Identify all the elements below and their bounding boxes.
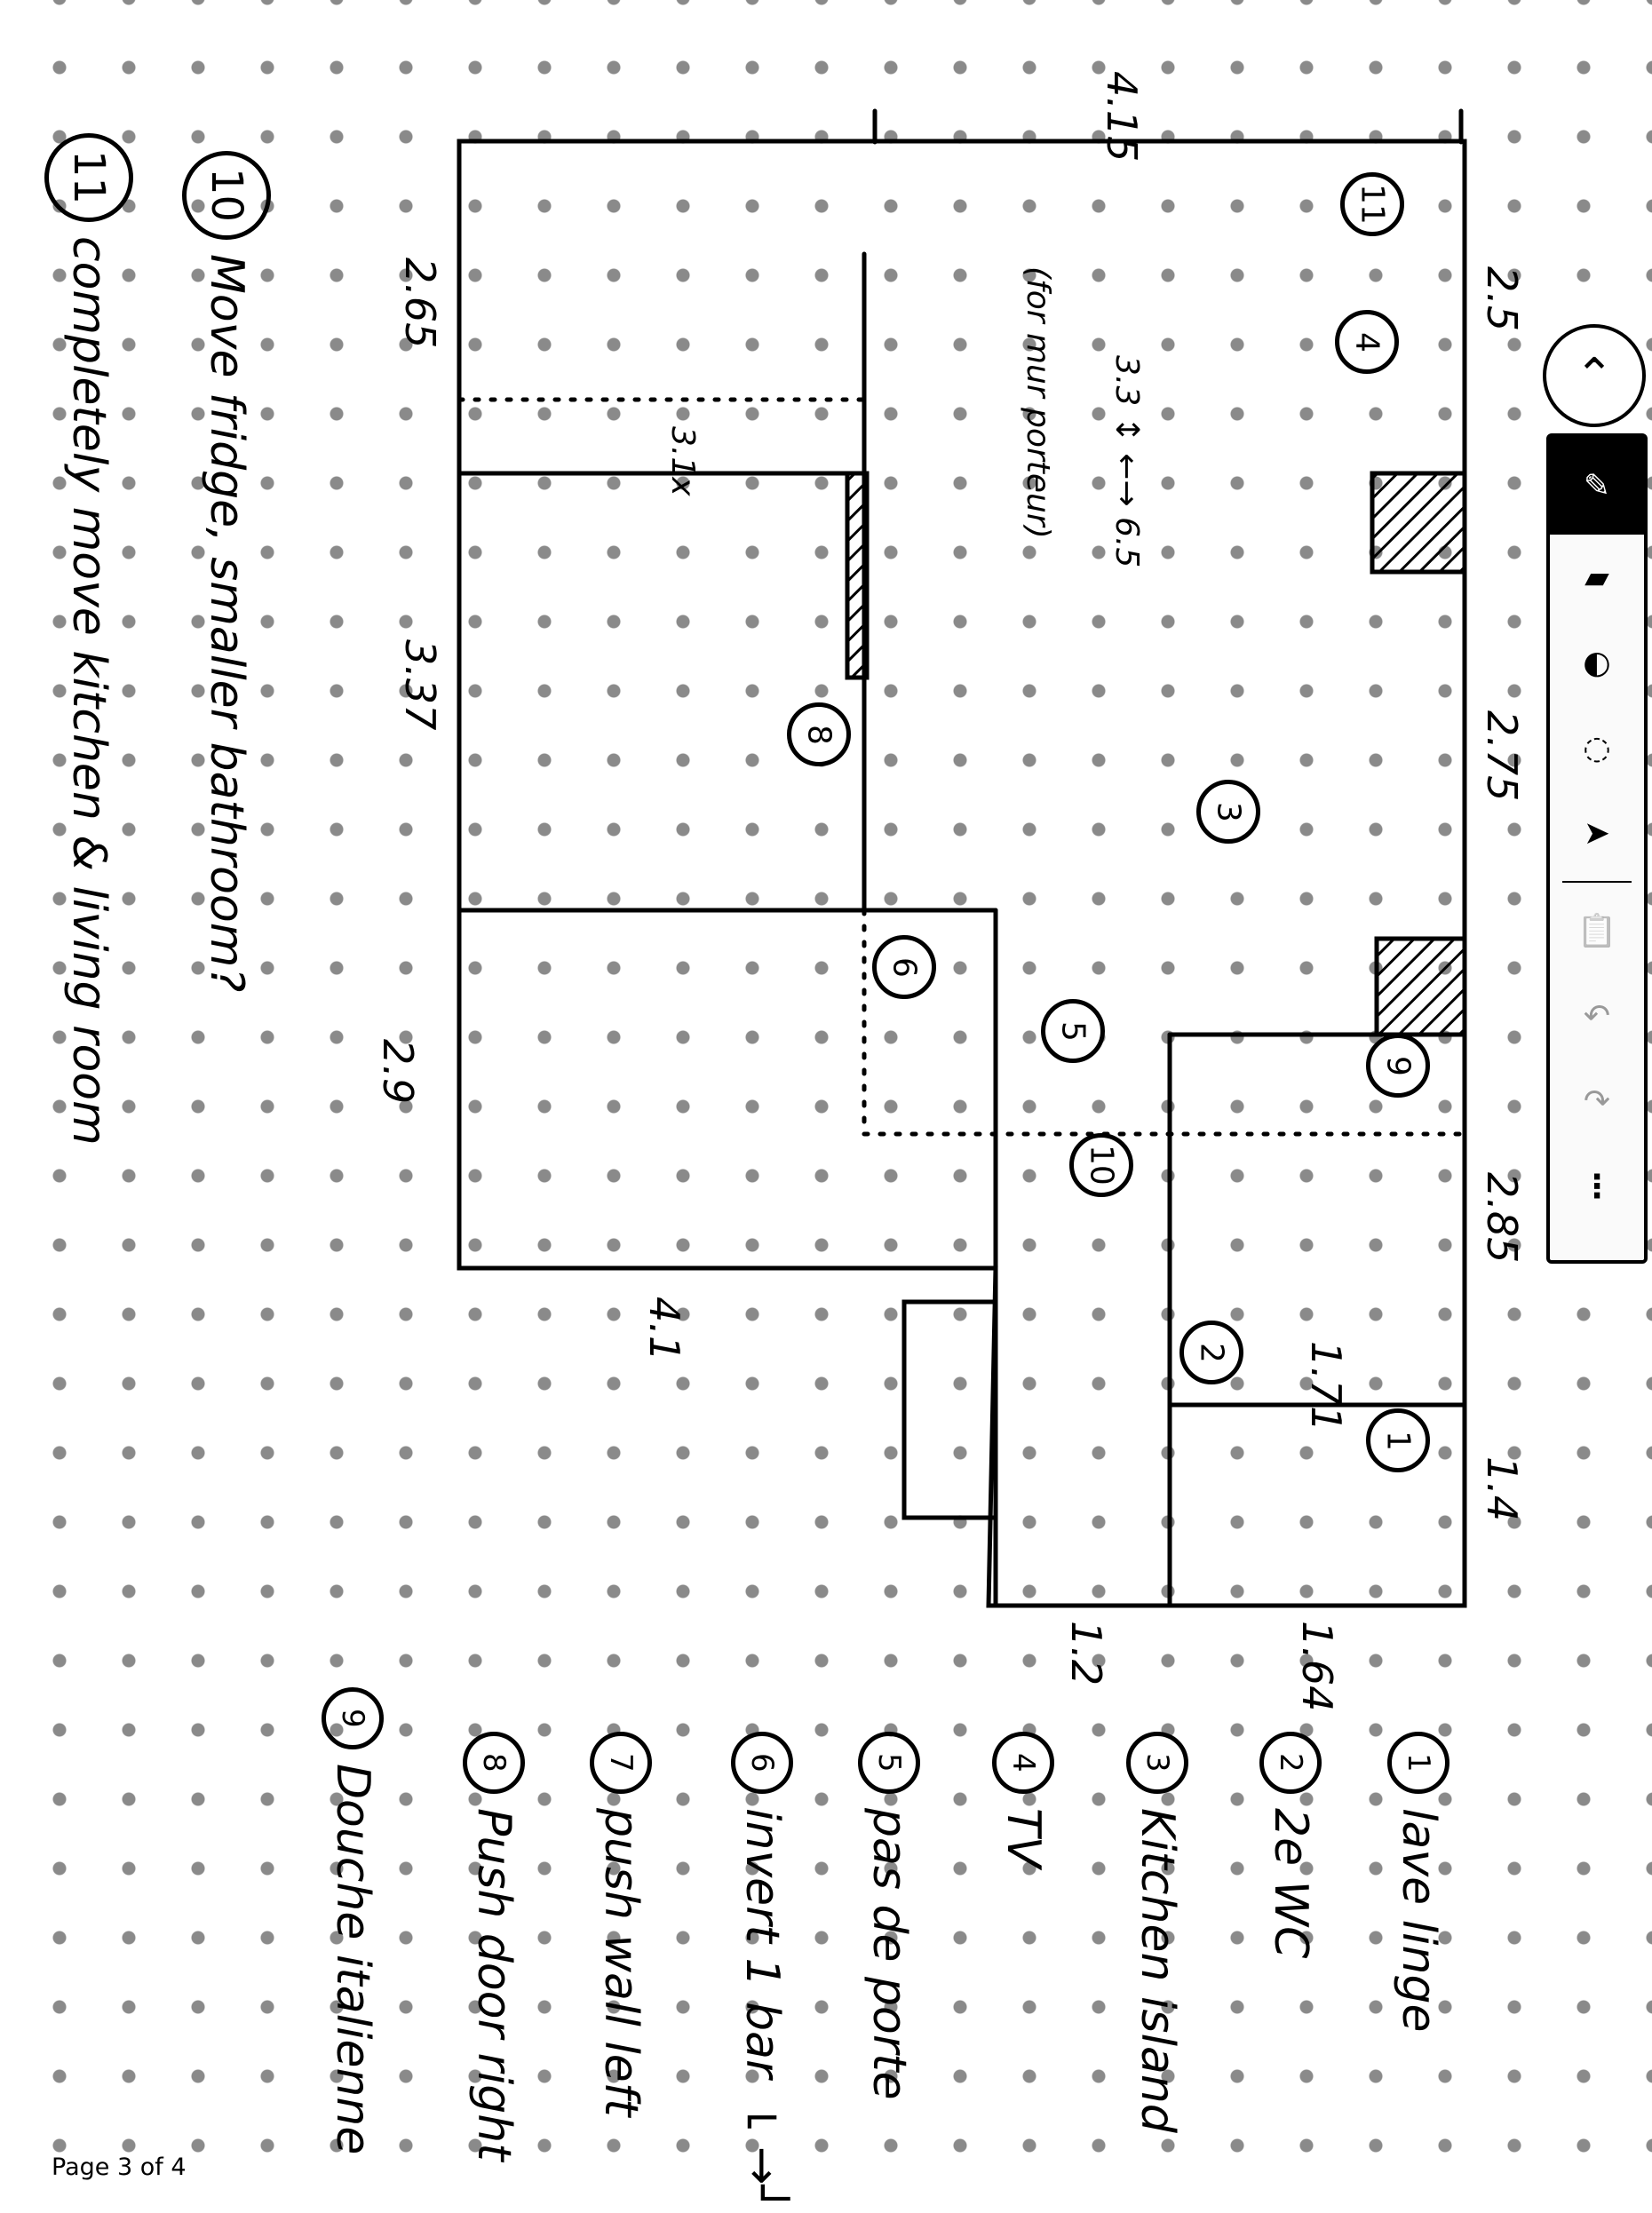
marker-6: 6 — [872, 935, 936, 999]
marker-8: 8 — [787, 702, 851, 766]
marker-1: 1 — [1366, 1408, 1430, 1472]
dims-note: 3.3 ↕ ←→ 6.5 — [1108, 355, 1145, 568]
x-note: 3.1x — [664, 426, 701, 496]
marker-9: 9 — [1366, 1034, 1430, 1098]
undo-icon: ↶ — [1583, 997, 1611, 1035]
eraser-icon: ◐ — [1583, 644, 1611, 681]
legend-item-4: 4TV — [992, 1732, 1054, 1868]
pointer-icon: ➤ — [1583, 814, 1611, 852]
more-icon: ⋮ — [1581, 1168, 1613, 1205]
dim-label: 4.1 — [640, 1297, 688, 1362]
legend-text: Kitchen island — [1131, 1808, 1184, 2133]
note-10: 10Move fridge, smaller bathroom? — [182, 151, 271, 992]
legend-number: 4 — [992, 1732, 1054, 1794]
lasso-icon: ◌ — [1583, 729, 1611, 766]
dim-label: 2.9 — [374, 1039, 422, 1105]
dim-label: 1.4 — [1478, 1456, 1526, 1522]
note-number: 10 — [182, 151, 271, 240]
highlighter-tool-button[interactable]: ▰ — [1550, 535, 1644, 620]
legend-text: Douche italienne — [326, 1764, 379, 2155]
note-text: completely move kitchen & living room — [62, 236, 115, 1146]
legend-text: invert 1 bar ⌐→┘ — [735, 1808, 789, 2213]
marker-11: 11 — [1340, 172, 1404, 236]
dim-label: 2.65 — [396, 258, 444, 349]
pointer-tool-button[interactable]: ➤ — [1550, 790, 1644, 876]
legend-number: 1 — [1387, 1732, 1449, 1794]
page-indicator: Page 3 of 4 — [52, 2154, 187, 2181]
paste-button[interactable]: 📋 — [1550, 888, 1644, 973]
legend-text: TV — [997, 1808, 1050, 1868]
dim-label: 1.64 — [1293, 1621, 1341, 1712]
more-options-button[interactable]: ⋮ — [1550, 1144, 1644, 1229]
marker-5: 5 — [1041, 999, 1105, 1063]
pen-toolbar: ✎ ▰ ◐ ◌ ➤ 📋 ↶ ↷ ⋮ — [1546, 433, 1648, 1264]
eraser-tool-button[interactable]: ◐ — [1550, 620, 1644, 705]
highlighter-icon: ▰ — [1584, 559, 1609, 596]
legend-number: 9 — [322, 1687, 384, 1749]
redo-icon: ↷ — [1583, 1083, 1611, 1120]
legend-item-2: 2 2e WC — [1259, 1732, 1322, 1958]
legend-text: lave linge — [1392, 1808, 1445, 2033]
legend-number: 2 — [1259, 1732, 1322, 1794]
legend-number: 6 — [731, 1732, 793, 1794]
lasso-tool-button[interactable]: ◌ — [1550, 705, 1644, 790]
pen-tool-button[interactable]: ✎ — [1550, 437, 1644, 535]
legend-text: Push door right — [467, 1808, 520, 2161]
undo-button[interactable]: ↶ — [1550, 973, 1644, 1059]
note-number: 11 — [44, 133, 133, 222]
redo-button[interactable]: ↷ — [1550, 1059, 1644, 1144]
marker-10: 10 — [1069, 1133, 1133, 1197]
legend-item-7: 7 push wall left — [590, 1732, 652, 2117]
outer-walls — [457, 108, 1467, 1608]
dotted-lines — [457, 397, 1467, 1137]
wall-note: (for mur porteur) — [1020, 266, 1056, 539]
legend-number: 3 — [1126, 1732, 1188, 1794]
legend-text: pas de porte — [862, 1808, 916, 2100]
dim-label: 1.71 — [1302, 1341, 1350, 1432]
marker-3: 3 — [1196, 780, 1260, 844]
legend-item-6: 6 invert 1 bar ⌐→┘ — [731, 1732, 793, 2213]
legend-item-3: 3Kitchen island — [1126, 1732, 1188, 2133]
clipboard-icon: 📋 — [1577, 913, 1617, 949]
legend-text: push wall left — [594, 1808, 647, 2117]
dim-label: 2.85 — [1478, 1172, 1526, 1264]
hatched-areas — [845, 471, 1467, 1037]
legend-item-1: 1 lave linge — [1387, 1732, 1449, 2032]
chevron-up-icon: ⌃ — [1575, 349, 1614, 402]
marker-4: 4 — [1335, 310, 1399, 374]
legend-number: 5 — [858, 1732, 920, 1794]
inner-walls — [457, 251, 1467, 1608]
dim-label: 2.75 — [1478, 710, 1526, 802]
legend-text: 2e WC — [1264, 1808, 1317, 1959]
toolbar-divider — [1562, 881, 1632, 883]
note-11: 11 completely move kitchen & living room — [44, 133, 133, 1146]
legend-item-5: 5 pas de porte — [858, 1732, 920, 2100]
dim-label: 4.15 — [1098, 71, 1146, 163]
collapse-toolbar-button[interactable]: ⌃ — [1543, 324, 1646, 427]
marker-2: 2 — [1179, 1321, 1243, 1384]
legend-number: 7 — [590, 1732, 652, 1794]
legend-item-9: 9Douche italienne — [322, 1687, 384, 2154]
dim-label: 3.37 — [396, 639, 444, 731]
note-text: Move fridge, smaller bathroom? — [200, 254, 253, 993]
legend-item-8: 8Push door right — [463, 1732, 525, 2161]
legend-number: 8 — [463, 1732, 525, 1794]
dim-label: 1.2 — [1062, 1621, 1110, 1686]
pen-icon: ✎ — [1583, 467, 1611, 504]
dim-label: 2.5 — [1478, 266, 1526, 332]
